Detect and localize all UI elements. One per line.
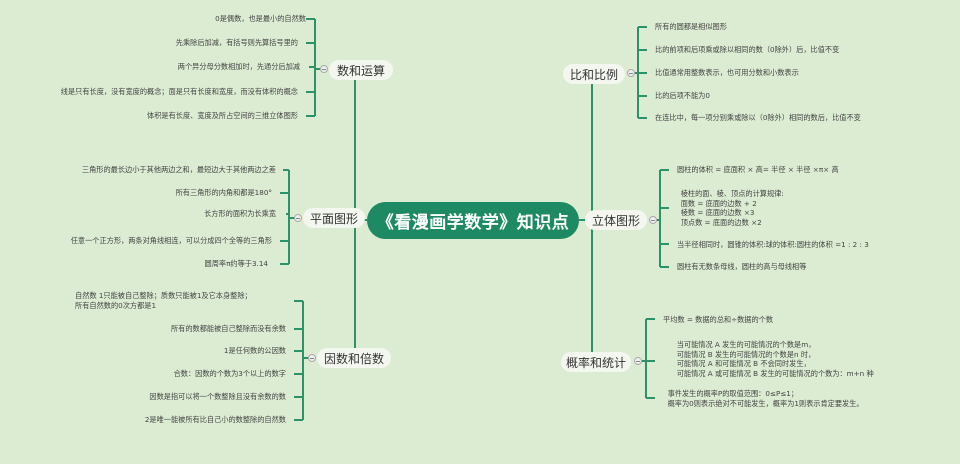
leaf-item[interactable]: 0是偶数，也是最小的自然数 — [215, 14, 306, 23]
topic-bi-he-bi-li[interactable]: 比和比例 — [563, 64, 625, 84]
leaf-item[interactable]: 比值通常用整数表示，也可用分数和小数表示 — [655, 68, 799, 77]
leaf-item[interactable]: 在连比中，每一项分别乘或除以（0除外）相同的数后，比值不变 — [655, 113, 861, 122]
collapse-toggle-icon[interactable] — [320, 65, 328, 73]
leaf-item[interactable]: 因数是指可以将一个数整除且没有余数的数 — [149, 392, 286, 401]
leaf-item[interactable]: 自然数 1只能被自己整除；质数只能被1及它本身整除； 所有自然数的0次方都是1 — [75, 291, 252, 310]
leaf-item[interactable]: 两个异分母分数相加时，先通分后加减 — [177, 62, 300, 71]
collapse-toggle-icon[interactable] — [627, 69, 635, 77]
leaf-item[interactable]: 所有三角形的内角和都是180° — [175, 188, 272, 197]
leaf-item[interactable]: 线是只有长度，没有宽度的概念；面是只有长度和宽度，而没有体积的概念 — [60, 87, 298, 96]
leaf-item[interactable]: 当半径相同时，圆锥的体积:球的体积:圆柱的体积 =1 : 2 : 3 — [677, 240, 869, 249]
leaf-item[interactable]: 圆柱的体积 = 底面积 × 高= 半径 × 半径 ×π× 高 — [677, 165, 839, 174]
root-node[interactable]: 《看漫画学数学》知识点 — [367, 202, 579, 239]
leaf-item[interactable]: 事件发生的概率P的取值范围：0≤P≤1； 概率为0则表示绝对不可能发生，概率为1… — [667, 389, 864, 408]
topic-label: 因数和倍数 — [324, 351, 385, 366]
topic-label: 比和比例 — [570, 67, 619, 82]
topic-li-ti-tu-xing[interactable]: 立体图形 — [585, 210, 647, 230]
leaf-item[interactable]: 先乘除后加减，有括号则先算括号里的 — [175, 38, 298, 47]
topic-shu-he-yun-suan[interactable]: 数和运算 — [329, 60, 393, 80]
leaf-item[interactable]: 三角形的最长边小于其他两边之和，最短边大于其他两边之差 — [81, 165, 276, 174]
leaf-item[interactable]: 所有的圆都是相似图形 — [655, 22, 727, 31]
topic-gai-lv-he-tong-ji[interactable]: 概率和统计 — [561, 352, 631, 372]
leaf-item[interactable]: 所有的数都能被自己整除而没有余数 — [170, 324, 286, 333]
topic-ping-mian-tu-xing[interactable]: 平面图形 — [303, 208, 365, 228]
collapse-toggle-icon[interactable] — [294, 214, 302, 222]
leaf-item[interactable]: 长方形的面积为长乘宽 — [204, 209, 276, 218]
topic-label: 数和运算 — [337, 63, 386, 78]
topic-label: 立体图形 — [592, 213, 641, 228]
collapse-toggle-icon[interactable] — [634, 357, 642, 365]
leaf-item[interactable]: 2是唯一能被所有比自己小的数整除的自然数 — [144, 415, 286, 424]
topic-yin-shu-he-bei-shu[interactable]: 因数和倍数 — [317, 348, 391, 368]
collapse-toggle-icon[interactable] — [308, 354, 316, 362]
collapse-toggle-icon[interactable] — [649, 216, 657, 224]
leaf-item[interactable]: 棱柱的面、棱、顶点的计算规律: 面数 = 底面的边数 + 2 棱数 = 底面的边… — [680, 189, 784, 227]
topic-label: 概率和统计 — [566, 355, 627, 370]
leaf-item[interactable]: 体积是有长度、宽度及所占空间的三维立体图形 — [147, 111, 298, 120]
root-label: 《看漫画学数学》知识点 — [376, 213, 570, 233]
leaf-item[interactable]: 1是任何数的公因数 — [223, 346, 286, 355]
leaf-item[interactable]: 任意一个正方形，两条对角线相连，可以分成四个全等的三角形 — [70, 236, 272, 245]
leaf-item[interactable]: 圆柱有无数条母线，圆柱的高与母线相等 — [677, 262, 807, 271]
leaf-item[interactable]: 圆周率π约等于3.14 — [204, 259, 268, 268]
leaf-item[interactable]: 合数：因数的个数为3个以上的数字 — [173, 369, 286, 378]
topic-label: 平面图形 — [310, 211, 359, 226]
leaf-item[interactable]: 比的前项和后项乘或除以相同的数（0除外）后，比值不变 — [655, 45, 840, 54]
leaf-item[interactable]: 当可能情况 A 发生的可能情况的个数是m， 可能情况 B 发生的可能情况的个数是… — [676, 340, 874, 378]
leaf-item[interactable]: 比的后项不能为0 — [655, 91, 710, 100]
leaf-item[interactable]: 平均数 = 数据的总和÷数据的个数 — [663, 315, 774, 324]
